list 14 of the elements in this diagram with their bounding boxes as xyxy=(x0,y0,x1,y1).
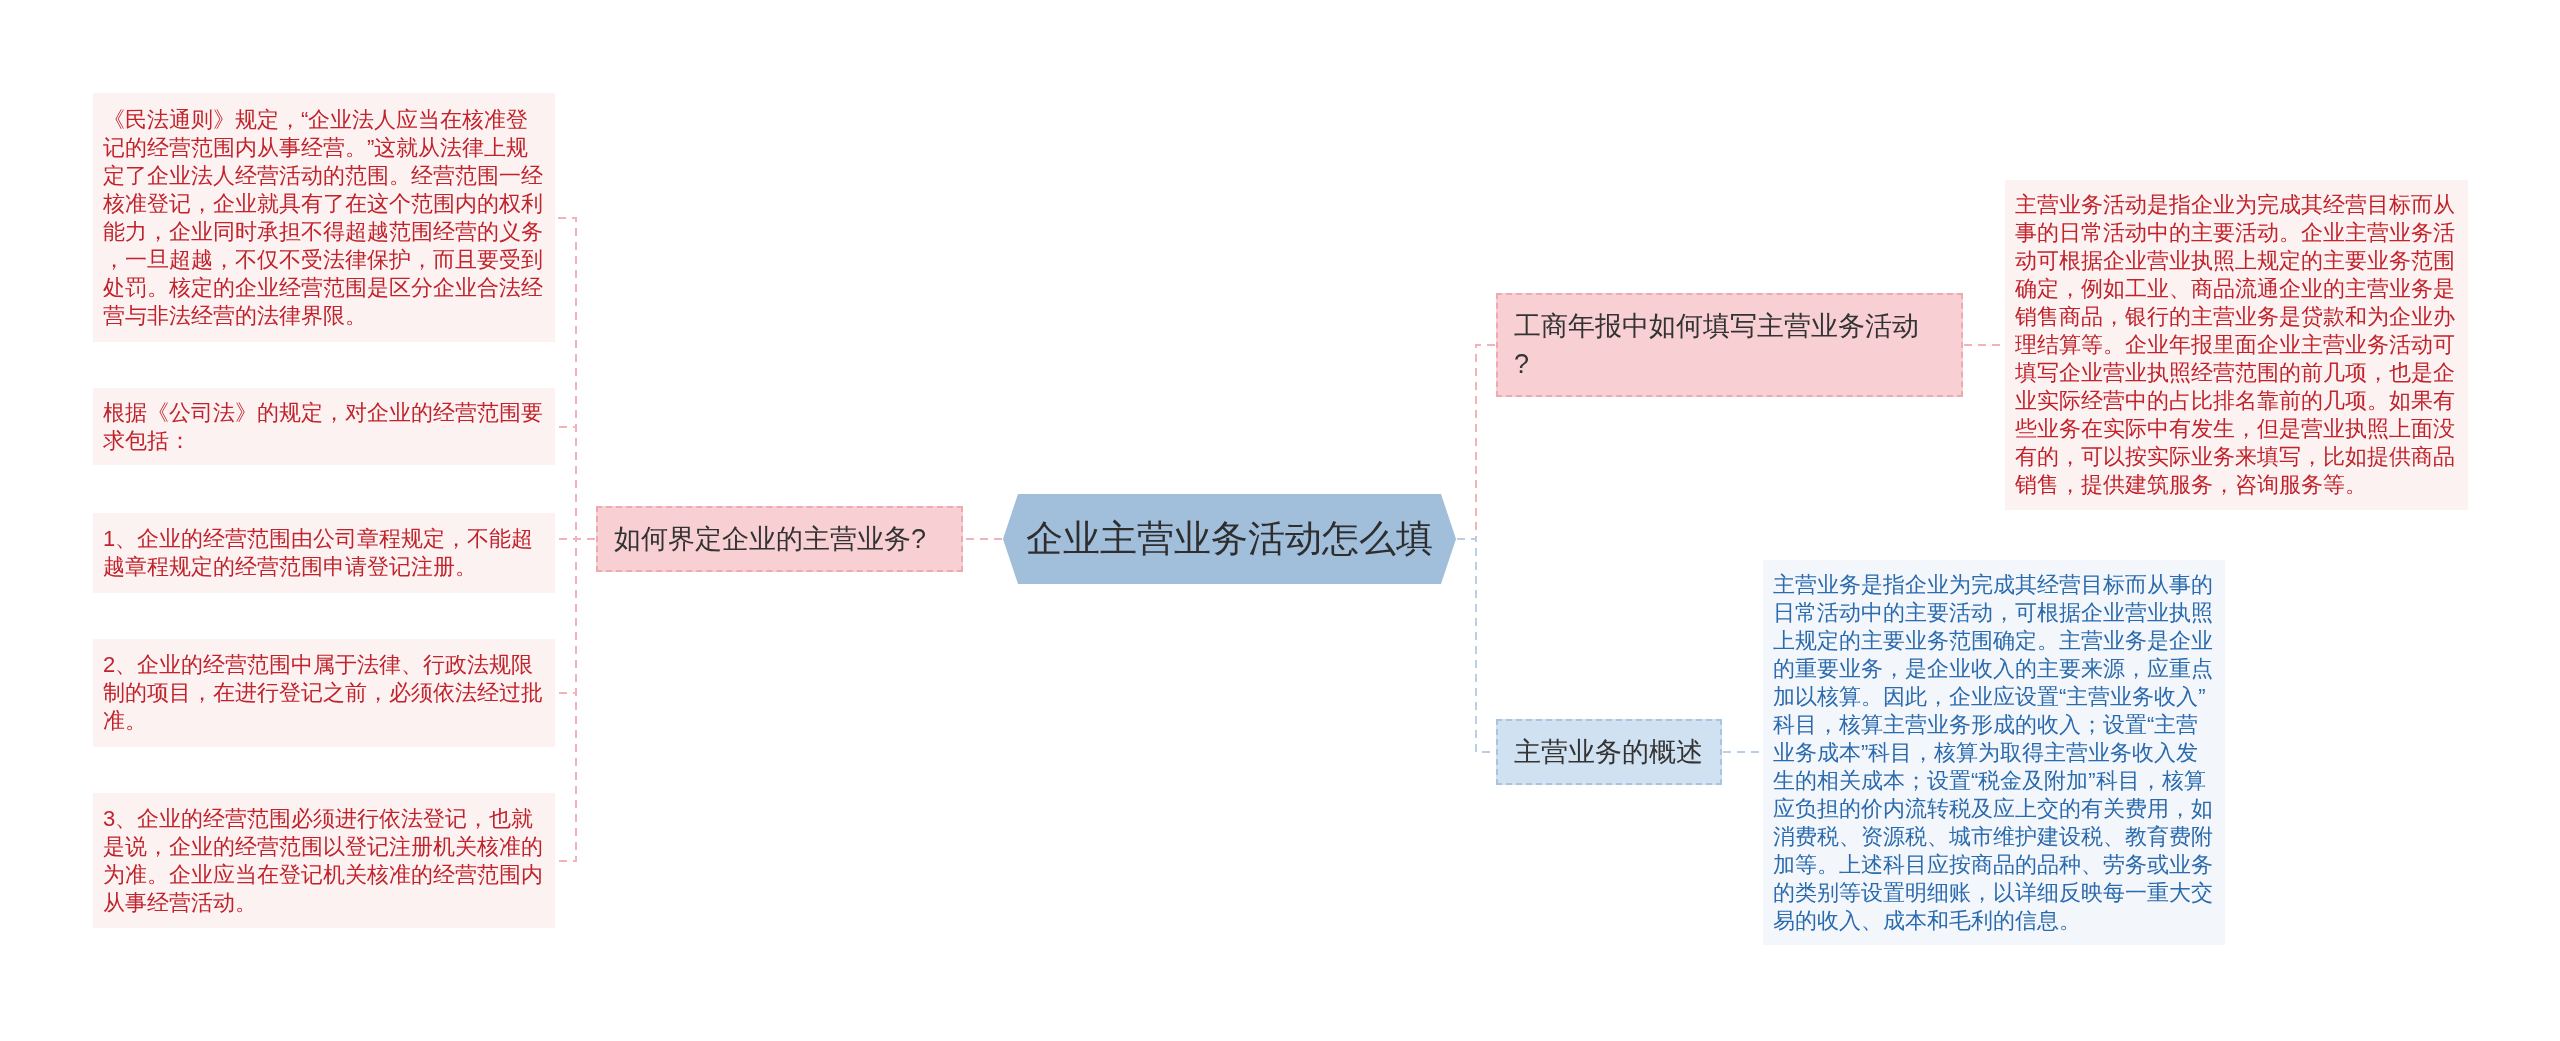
connector-line xyxy=(1456,344,1496,753)
note-box: 3、企业的经营范围必须进行依法登记，也就是说，企业的经营范围以登记注册机关核准的为准。企业应当在登记机关核准的经营范围内从事经营活动。 xyxy=(93,793,555,928)
topic-box: 主营业务的概述 xyxy=(1496,719,1722,785)
note-box: 主营业务活动是指企业为完成其经营目标而从事的日常活动中的主要活动。企业主营业务活动可根据企业营业执照上规定的主要业务范围确定，例如工业、商品流通企业的主营业务是销售商品，银行的主营业务是贷款和为企业办理结算等。企业年报里面企业主营业务活动可填写企业营业执照经营范围的前几项，也是企业实际经营中的占比排名靠前的几项。如果有些业务在实际中有发生，但是营业执照上面没有的，可以按实际业务来填写，比如提供商品销售，提供建筑服务，咨询服务等。 xyxy=(2005,180,2468,510)
note-box: 根据《公司法》的规定，对企业的经营范围要求包括： xyxy=(93,388,555,465)
note-box: 1、企业的经营范围由公司章程规定，不能超越章程规定的经营范围申请登记注册。 xyxy=(93,513,555,593)
connector-line xyxy=(555,217,596,862)
note-box: 《民法通则》规定，“企业法人应当在核准登记的经营范围内从事经营。”这就从法律上规定了企业法人经营活动的范围。经营范围一经核准登记，企业就具有了在这个范围内的权利能力，企业同时承担不得超越范围经营的义务，一旦超越，不仅不受法律保护，而且要受到处罚。核定的企业经营范围是区分企业合法经营与非法经营的法律界限。 xyxy=(93,93,555,342)
topic-box: 工商年报中如何填写主营业务活动? xyxy=(1496,293,1963,397)
connector-line xyxy=(963,538,1003,540)
central-topic: 企业主营业务活动怎么填 xyxy=(1003,494,1456,584)
note-box: 主营业务是指企业为完成其经营目标而从事的日常活动中的主要活动，可根据企业营业执照上规定的主要业务范围确定。主营业务是企业的重要业务，是企业收入的主要来源，应重点加以核算。因此，企业应设置“主营业务收入”科目，核算主营业务形成的收入；设置“主营业务成本”科目，核算为取得主营业务收入发生的相关成本；设置“税金及附加”科目，核算应负担的价内流转税及应上交的有关费用，如消费税、资源税、城市维护建设税、教育费附加等。上述科目应按商品的品种、劳务或业务的类别等设置明细账，以详细反映每一重大交易的收入、成本和毛利的信息。 xyxy=(1763,560,2225,945)
note-box: 2、企业的经营范围中属于法律、行政法规限制的项目，在进行登记之前，必须依法经过批准。 xyxy=(93,639,555,747)
topic-box: 如何界定企业的主营业务? xyxy=(596,506,963,572)
